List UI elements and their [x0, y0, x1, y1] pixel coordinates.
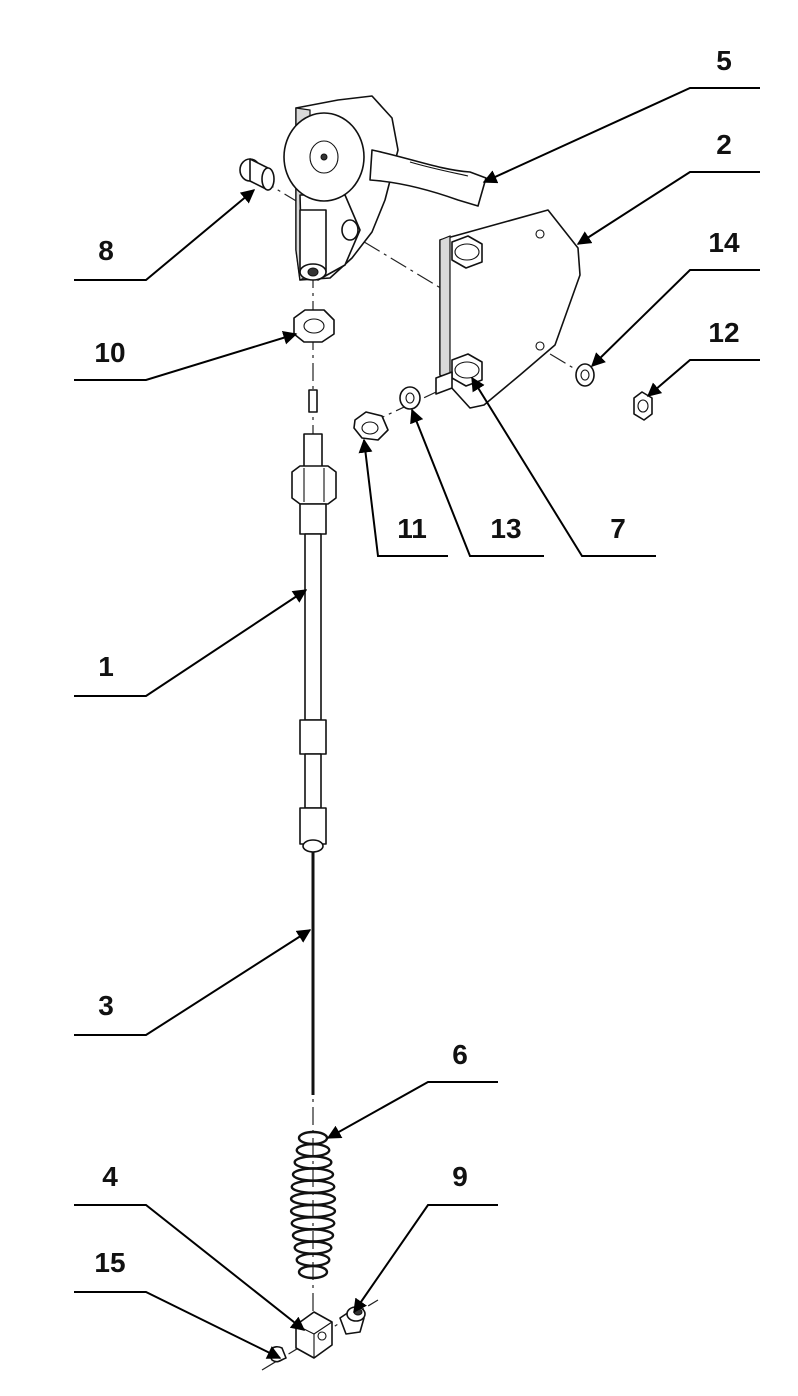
- callout-8: 8: [98, 235, 114, 266]
- leader-12: [646, 359, 760, 397]
- leader-2: [576, 171, 760, 245]
- spring-coil: [297, 1264, 329, 1280]
- nut-part-11: [353, 411, 389, 441]
- leader-5: [482, 87, 760, 184]
- screw-part-9: [339, 1306, 366, 1335]
- leader-3: [74, 929, 312, 1036]
- leader-1: [74, 589, 308, 697]
- callout-4: 4: [102, 1161, 118, 1192]
- callout-13: 13: [490, 513, 521, 544]
- callout-10: 10: [94, 337, 125, 368]
- nut-part-12: [633, 391, 653, 421]
- callout-1: 1: [98, 651, 114, 682]
- lever-housing-part: [283, 95, 487, 281]
- callout-7: 7: [610, 513, 626, 544]
- callout-6: 6: [452, 1039, 468, 1070]
- washer-hole-14: [580, 369, 590, 381]
- leader-4: [74, 1204, 306, 1331]
- callout-2: 2: [716, 129, 732, 160]
- leader-9: [353, 1204, 498, 1314]
- leader-10: [74, 331, 298, 381]
- callout-15: 15: [94, 1247, 125, 1278]
- spring-part: [289, 1130, 337, 1280]
- callout-5: 5: [716, 45, 732, 76]
- callout-9: 9: [452, 1161, 468, 1192]
- leader-11: [358, 438, 448, 557]
- callout-11: 11: [397, 513, 427, 544]
- callout-14: 14: [708, 227, 740, 258]
- callout-12: 12: [708, 317, 739, 348]
- leader-7: [471, 376, 656, 557]
- callout-3: 3: [98, 990, 114, 1021]
- leader-13: [410, 408, 544, 557]
- washer-hole-13: [405, 392, 415, 404]
- leader-6: [326, 1081, 498, 1139]
- pin-part-8: [239, 158, 275, 191]
- washer-part-14: [575, 363, 595, 387]
- cable-sheath-part: [291, 389, 337, 853]
- cable-end-part: [295, 1311, 333, 1359]
- washer-part-13: [399, 386, 421, 410]
- leader-14: [590, 269, 760, 367]
- nut-part-10: [293, 309, 335, 343]
- leader-8: [74, 189, 256, 281]
- leader-15: [74, 1291, 282, 1359]
